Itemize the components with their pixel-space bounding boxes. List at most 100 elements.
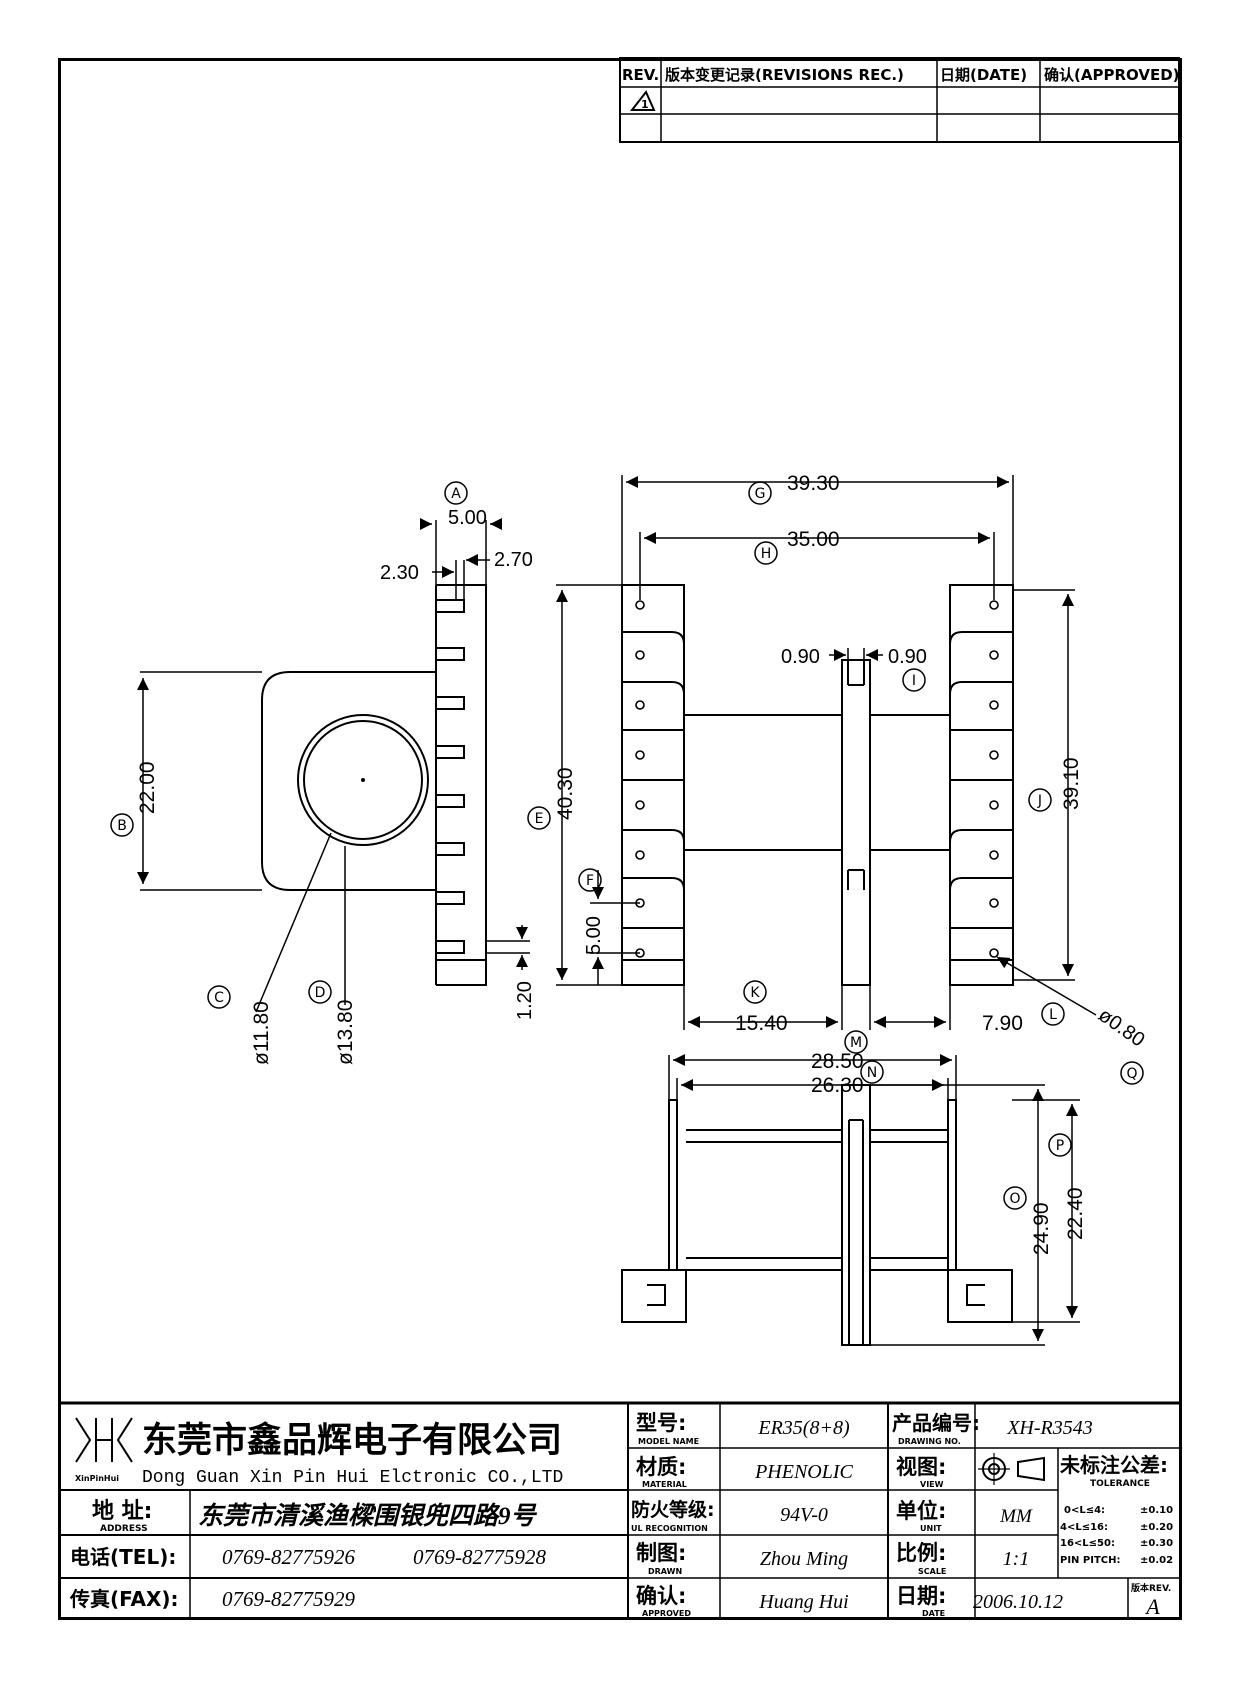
callout-e: E [535,811,544,827]
scale-value: 1:1 [1003,1548,1030,1570]
front-view-dimensions [556,475,1097,1030]
drawing-no-label-en: DRAWING NO. [898,1437,961,1446]
tolerance-value-3: ±0.30 [1140,1538,1173,1549]
dim-o: 24.90 [1030,1202,1053,1255]
title-block [58,1401,1182,1620]
drawn-label-en: DRAWN [648,1567,682,1576]
company-logo [75,1417,133,1463]
ul-label: 防火等级: [631,1498,715,1521]
scale-label-en: SCALE [918,1567,946,1576]
drawing-no-label: 产品编号: [892,1411,980,1435]
tolerance-value-2: ±0.20 [1140,1522,1173,1533]
dim-g: 39.30 [787,472,840,495]
unit-label: 单位: [896,1499,946,1523]
tolerance-range-1: 0<L≤4: [1064,1505,1105,1516]
fax-value: 0769-82775929 [222,1587,355,1611]
callout-h: H [761,546,772,562]
dim-a: 5.00 [448,507,487,529]
rev-label: 版本REV. [1130,1582,1171,1594]
view-label: 视图: [896,1455,946,1479]
center-point [361,778,365,782]
callout-b: B [117,818,127,834]
dim-i-left: 0.90 [781,646,820,668]
callout-o: O [1009,1191,1020,1207]
callout-i: I [912,673,916,689]
model-label-en: MODEL NAME [638,1437,699,1446]
tel-2: 0769-82775928 [413,1545,546,1569]
material-label-en: MATERIAL [642,1480,687,1489]
bottom-view-dimensions [668,1054,1080,1346]
dim-2-70: 2.70 [494,549,533,571]
date-label-en: DATE [922,1609,945,1618]
dim-k: 15.40 [735,1012,788,1035]
dim-c: ø11.80 [250,1001,273,1065]
revision-triangle-icon: 1 [629,90,656,111]
tolerance-value-1: ±0.10 [1140,1505,1173,1516]
front-view [621,584,1014,986]
callout-g: G [755,486,766,502]
dim-n: 26.30 [811,1074,864,1097]
ul-label-en: UL RECOGNITION [631,1524,708,1533]
fax-label: 传真(FAX): [69,1587,179,1611]
tolerance-range-2: 4<L≤16: [1060,1522,1108,1533]
dim-2-30: 2.30 [380,562,419,584]
tolerance-range-3: 16<L≤50: [1060,1538,1115,1549]
company-name-cn: 东莞市鑫品辉电子有限公司 [142,1420,562,1461]
model-label: 型号: [636,1411,686,1435]
svg-text:1: 1 [641,98,649,111]
callout-d: D [315,985,326,1001]
tolerance-title: 未标注公差: [1060,1453,1168,1477]
callout-j: J [1037,793,1042,809]
date-value: 2006.10.12 [973,1591,1063,1613]
dim-b: 22.00 [136,761,159,814]
dim-q: ø0.80 [1094,1004,1149,1051]
callout-a: A [451,486,461,502]
date-label: 日期: [896,1584,946,1608]
approved-value: Huang Hui [758,1591,848,1613]
side-view [261,584,487,986]
revisions-header: 版本变更记录(REVISIONS REC.) [665,66,904,84]
revision-block [619,57,1180,143]
dim-1-20: 1.20 [514,981,536,1020]
tolerance-title-en: TOLERANCE [1090,1479,1150,1489]
rev-header: REV. [622,66,659,84]
tel-label: 电话(TEL): [70,1545,176,1569]
bottom-view [621,1084,1013,1346]
tolerance-value-4: ±0.02 [1140,1555,1173,1566]
callout-f: F [586,873,594,889]
callout-p: P [1056,1138,1064,1154]
callout-m: M [850,1035,862,1051]
unit-label-en: UNIT [920,1524,942,1533]
dim-f: 5.00 [583,916,605,955]
scale-label: 比例: [896,1541,946,1565]
callout-k: K [750,985,760,1001]
unit-value: MM [999,1506,1033,1527]
date-header: 日期(DATE) [940,66,1027,84]
drawn-value: Zhou Ming [760,1548,848,1570]
approved-label-en: APPROVED [642,1609,691,1618]
view-label-en: VIEW [920,1480,944,1489]
callout-n: N [867,1065,877,1081]
dim-p: 22.40 [1064,1187,1087,1240]
ul-value: 94V-0 [780,1504,828,1526]
address-value: 东莞市清溪渔樑围银兜四路9号 [198,1502,538,1530]
address-label-en: ADDRESS [100,1524,148,1534]
tel-1: 0769-82775926 [222,1545,355,1569]
drawn-label: 制图: [636,1541,686,1565]
callout-l: L [1049,1007,1057,1023]
approved-label: 确认: [636,1584,686,1608]
pin-holes [635,600,999,958]
company-name-en: Dong Guan Xin Pin Hui Elctronic CO.,LTD [142,1468,563,1488]
dim-e: 40.30 [554,767,577,820]
material-label: 材质: [636,1455,686,1479]
tolerance-range-4: PIN PITCH: [1060,1555,1120,1566]
dim-i-right: 0.90 [888,646,927,668]
callout-bubbles [110,481,1144,1210]
callout-c: C [214,990,224,1006]
dim-d: ø13.80 [334,1000,357,1065]
dim-l: 7.90 [982,1012,1023,1035]
approved-header: 确认(APPROVED) [1044,66,1180,84]
address-label: 地 址: [92,1499,152,1524]
callout-q: Q [1126,1066,1137,1082]
